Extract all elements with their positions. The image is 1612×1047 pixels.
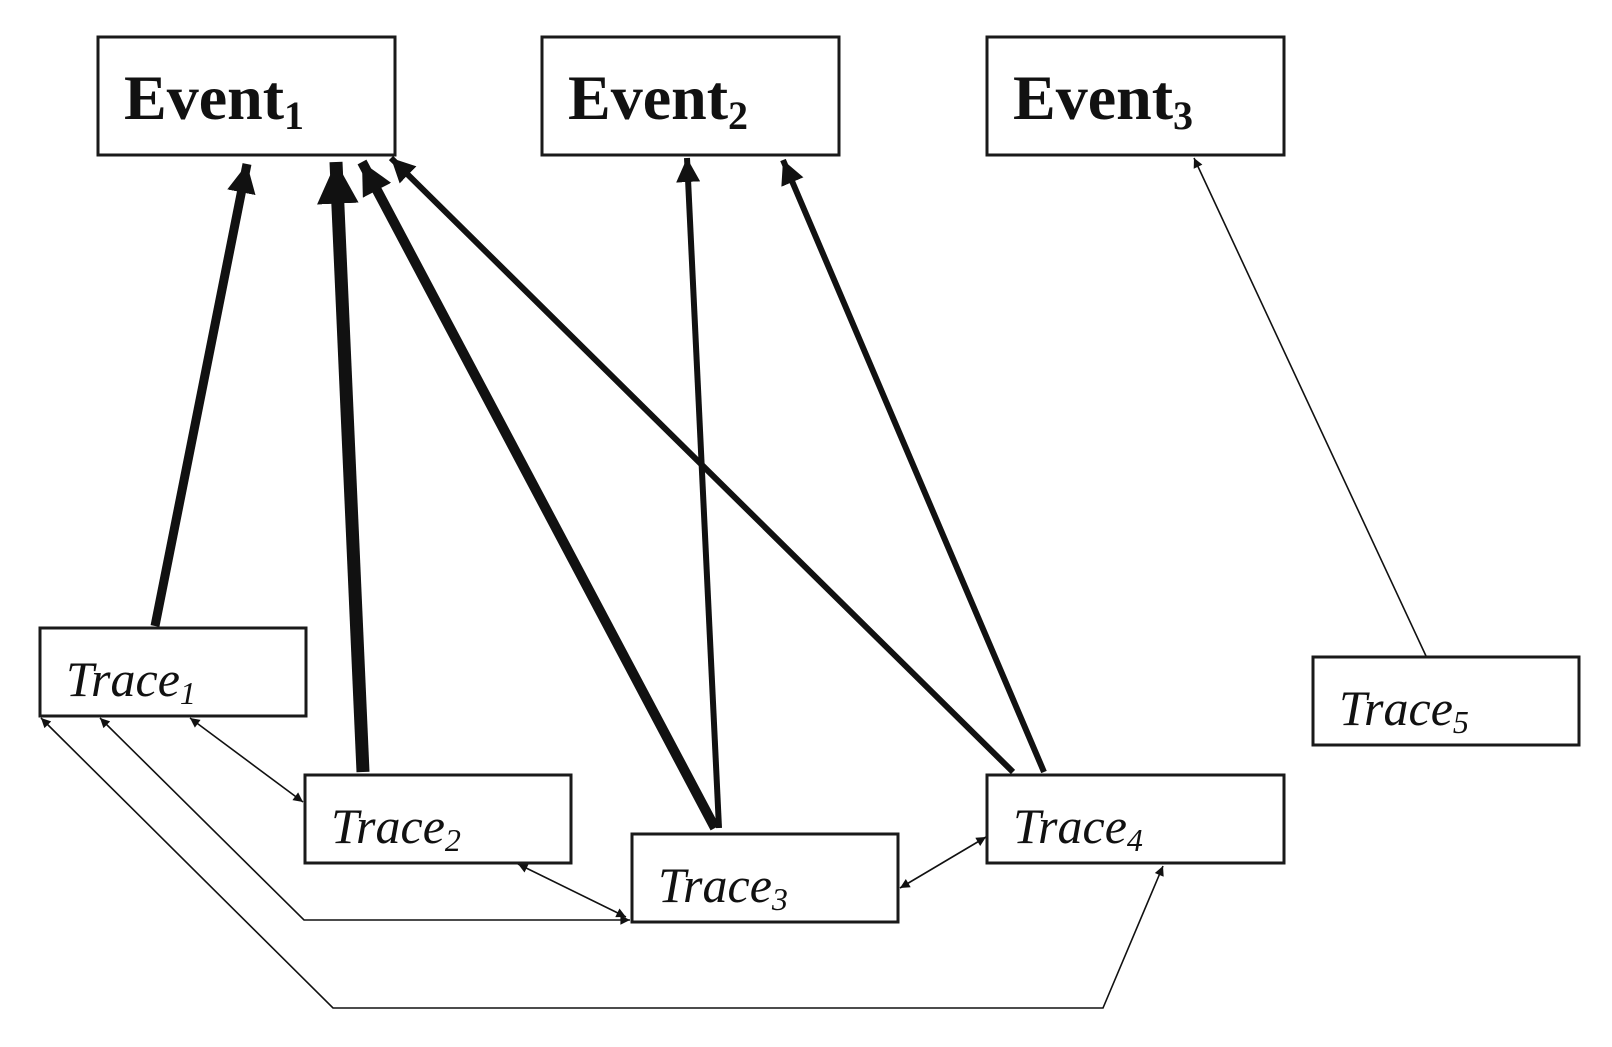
edge-trace3-event2: [676, 157, 722, 829]
edge-trace2-trace3: [517, 863, 627, 918]
trace-node-2: Trace2: [303, 773, 573, 865]
edge-trace3-trace4: [899, 836, 987, 889]
event-label: Event3: [1013, 62, 1193, 138]
event-label: Event1: [124, 62, 304, 138]
trace-node-4: Trace4: [985, 773, 1286, 865]
edge-trace5-event3: [1193, 157, 1427, 657]
trace-nodes: Trace1 Trace2 Trace3 Trace4 Trace5: [38, 626, 1581, 924]
edge-trace4-event2: [780, 158, 1047, 774]
edge-trace1-trace2: [189, 717, 304, 803]
trace-node-5: Trace5: [1311, 655, 1581, 747]
event-node-2: Event2: [540, 35, 841, 157]
edge-trace1-trace4: [40, 717, 1164, 1009]
trace-node-1: Trace1: [38, 626, 308, 718]
event-label: Event2: [568, 62, 748, 138]
event-node-1: Event1: [96, 35, 397, 157]
edge-trace1-event1: [150, 163, 256, 627]
event-nodes: Event1 Event2 Event3: [96, 35, 1286, 157]
edges-trace-to-event: [150, 155, 1427, 831]
trace-node-3: Trace3: [630, 832, 900, 924]
trace-label: Trace2: [331, 798, 461, 858]
event-node-3: Event3: [985, 35, 1286, 157]
trace-label: Trace4: [1013, 798, 1143, 858]
edge-trace3-event1: [357, 159, 720, 831]
trace-label: Trace1: [66, 651, 196, 711]
edges-trace-to-trace: [40, 717, 1164, 1009]
edge-trace2-event1: [317, 161, 370, 773]
trace-label: Trace3: [658, 857, 788, 917]
trace-label: Trace5: [1339, 680, 1469, 740]
